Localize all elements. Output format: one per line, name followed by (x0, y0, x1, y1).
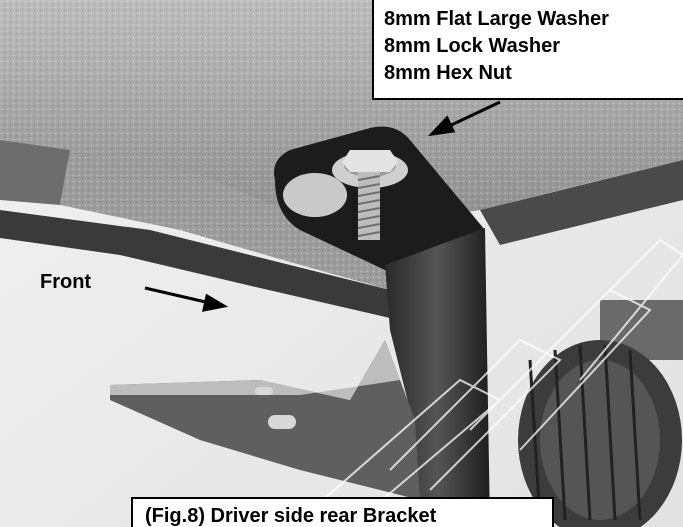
front-label: Front (40, 271, 92, 293)
arrow-icon (144, 286, 229, 312)
part-label-flat-washer: 8mm Flat Large Washer (384, 8, 609, 30)
arrow-icon (427, 100, 501, 137)
bracket-leg (385, 228, 490, 527)
bolt-shank (358, 172, 380, 240)
figure-caption: (Fig.8) Driver side rear Bracket (131, 497, 554, 527)
frame-rail (0, 210, 390, 318)
hex-nut (342, 150, 398, 172)
watermark (299, 238, 683, 527)
part-label-lock-washer: 8mm Lock Washer (384, 35, 560, 57)
parts-callout: 8mm Flat Large Washer 8mm Lock Washer 8m… (372, 0, 683, 100)
bracket-arm (110, 340, 420, 500)
part-label-hex-nut: 8mm Hex Nut (384, 62, 512, 84)
